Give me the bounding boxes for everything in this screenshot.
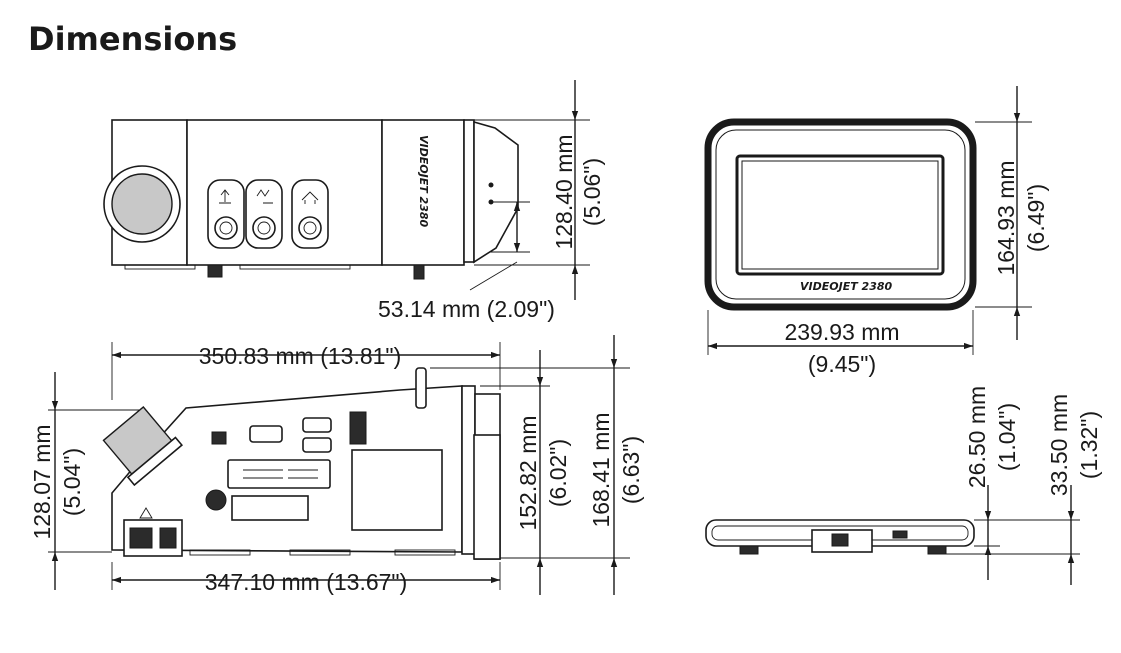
top-height-in: (5.06") — [579, 158, 605, 226]
screen-width-mm: 239.93 mm — [784, 319, 899, 345]
screen-depth-2-mm: 33.50 mm — [1046, 394, 1072, 496]
screen-height-in: (6.49") — [1023, 184, 1049, 252]
screen-depth-1-in: (1.04") — [994, 403, 1020, 471]
side-length-top: 350.83 mm (13.81") — [199, 343, 402, 369]
side-height-2-mm: 168.41 mm — [588, 412, 614, 527]
page-title: Dimensions — [28, 20, 238, 58]
top-view-dimensions — [464, 80, 590, 300]
printer-logo-text: VIDEOJET 2380 — [417, 135, 430, 228]
screen-side-view — [705, 519, 975, 555]
printer-top-view: VIDEOJET 2380 — [103, 119, 519, 280]
screen-logo-text: VIDEOJET 2380 — [800, 280, 893, 293]
side-height-1-in: (6.02") — [545, 439, 571, 507]
side-height-1-mm: 152.82 mm — [515, 415, 541, 530]
side-left-height-in: (5.04") — [59, 448, 85, 516]
screen-height-mm: 164.93 mm — [993, 160, 1019, 275]
screen-front-dimensions — [707, 86, 1032, 355]
screen-depth-2-in: (1.32") — [1076, 411, 1102, 479]
screen-side-dimensions — [946, 485, 1080, 585]
screen-width-in: (9.45") — [808, 351, 876, 377]
top-depth: 53.14 mm (2.09") — [378, 296, 555, 322]
printer-side-view — [102, 367, 501, 560]
screen-front-view: VIDEOJET 2380 — [704, 118, 977, 311]
top-height-mm: 128.40 mm — [551, 134, 577, 249]
side-length-bottom: 347.10 mm (13.67") — [205, 569, 408, 595]
side-view-dimensions — [48, 335, 630, 595]
side-left-height-mm: 128.07 mm — [29, 424, 55, 539]
screen-depth-1-mm: 26.50 mm — [964, 386, 990, 488]
side-height-2-in: (6.63") — [618, 436, 644, 504]
